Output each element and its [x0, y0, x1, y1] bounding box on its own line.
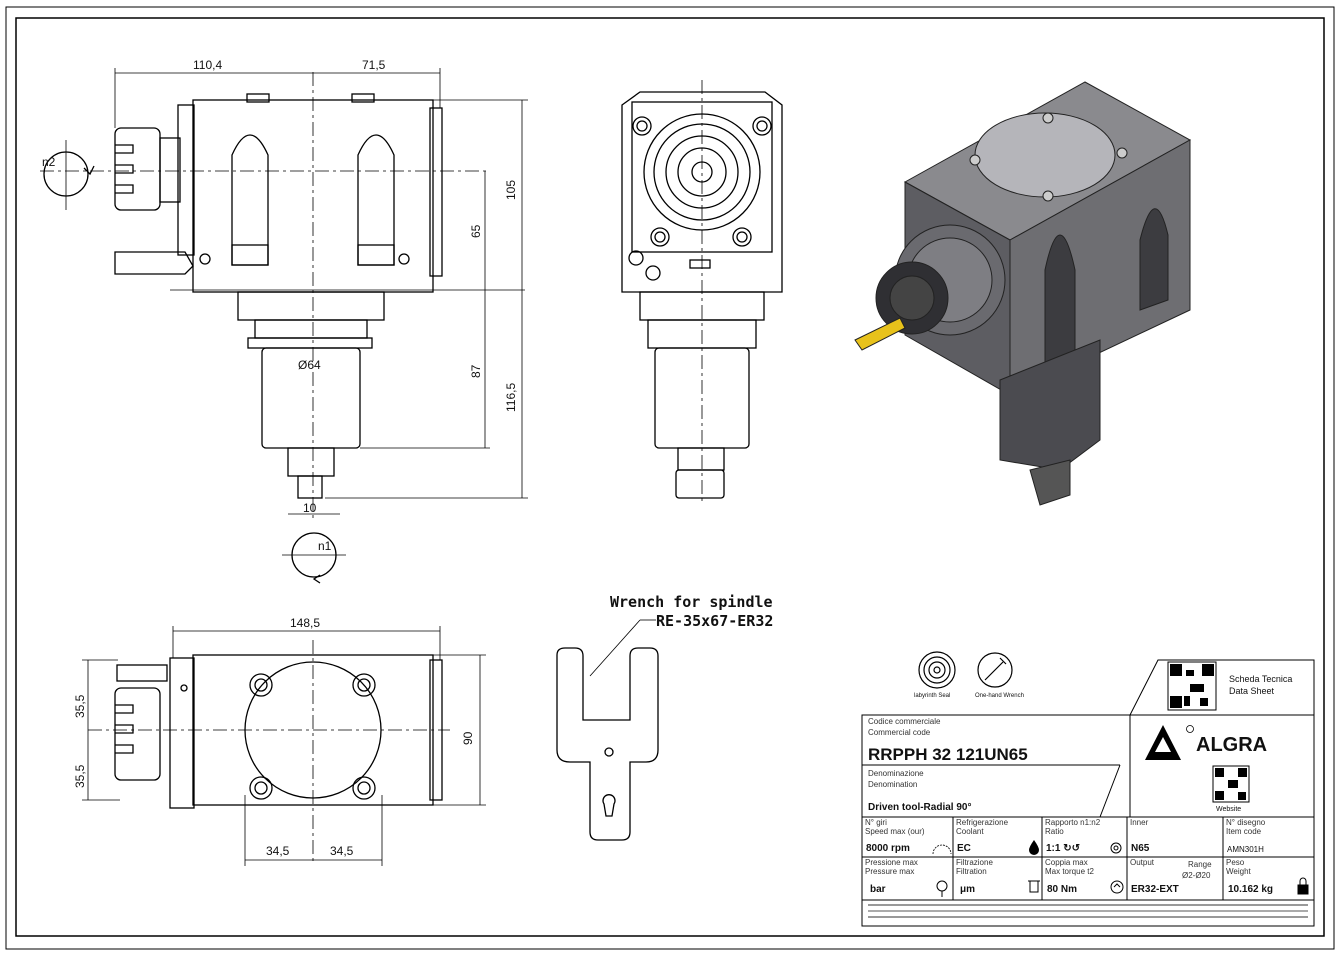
- code-label-it: Codice commerciale: [868, 717, 941, 726]
- labyrinth-seal-icon: [918, 651, 956, 689]
- wrench-title: Wrench for spindle: [610, 593, 773, 611]
- brand-name: ALGRA: [1196, 734, 1267, 756]
- drawing-no-label-it: N° disegno: [1226, 818, 1266, 827]
- side-view: [621, 80, 783, 505]
- pressure-gauge-icon: [936, 880, 948, 897]
- dim-shank-width: 10: [303, 501, 317, 515]
- datasheet-qr-icon: [1167, 661, 1217, 711]
- denom-label-it: Denominazione: [868, 769, 924, 778]
- output-label: Output: [1130, 858, 1155, 867]
- rotation-n2-icon: [43, 140, 95, 210]
- rotation-n2-label: n2: [42, 155, 56, 169]
- bottom-dimension-lines: [82, 626, 486, 866]
- wrench-drawing: [556, 619, 659, 841]
- drawing-no-label-en: Item code: [1226, 827, 1262, 836]
- dim-front-left: 110,4: [193, 58, 222, 72]
- weight-lock-icon: [1297, 877, 1309, 895]
- range-label: Range: [1188, 860, 1212, 869]
- front-dimension-lines: [114, 68, 528, 515]
- dim-front-right: 71,5: [362, 58, 386, 72]
- dim-height-total-upper: 105: [504, 180, 518, 200]
- speed-value: 8000 rpm: [866, 843, 910, 854]
- coolant-label-en: Coolant: [956, 827, 984, 836]
- ratio-label-en: Ratio: [1045, 827, 1064, 836]
- sheet-title-it: Scheda Tecnica: [1229, 674, 1292, 684]
- inner-label: Inner: [1130, 818, 1149, 827]
- speed-gauge-icon: [932, 844, 952, 855]
- torque-icon: [1110, 880, 1124, 894]
- weight-label-en: Weight: [1226, 867, 1252, 876]
- pressure-value: bar: [870, 884, 886, 895]
- ratio-value: 1:1 ↻↺: [1046, 843, 1080, 854]
- denomination: Driven tool-Radial 90°: [868, 802, 971, 813]
- dim-bottom-height: 90: [461, 731, 475, 745]
- coolant-label-it: Refrigerazione: [956, 818, 1009, 827]
- title-block-frame: [861, 659, 1315, 927]
- fine-print-pattern: [868, 904, 1308, 918]
- rotation-n1-icon: [282, 532, 346, 584]
- gear-icon: [1110, 842, 1122, 854]
- torque-label-en: Max torque t2: [1045, 867, 1094, 876]
- dim-bottom-hole-right: 34,5: [330, 844, 354, 858]
- dim-height-overall: 116,5: [504, 383, 518, 412]
- front-view: [40, 72, 525, 520]
- filter-bin-icon: [1028, 880, 1040, 893]
- denom-label-en: Denomination: [868, 780, 917, 789]
- pressure-label-it: Pressione max: [865, 858, 918, 867]
- ratio-label-it: Rapporto n1:n2: [1045, 818, 1101, 827]
- dim-bottom-offset-lower: 35,5: [73, 764, 87, 788]
- dim-bottom-width: 148,5: [290, 616, 320, 630]
- inner-value: N65: [1131, 843, 1150, 854]
- website-label: Website: [1216, 806, 1241, 813]
- isometric-view: [854, 81, 1192, 506]
- dim-height-axis: 65: [469, 224, 483, 238]
- output-value: ER32-EXT: [1131, 884, 1179, 895]
- one-hand-wrench-icon: [977, 652, 1013, 688]
- dim-bottom-offset-upper: 35,5: [73, 694, 87, 718]
- one-hand-wrench-label: One-hand Wrench: [975, 693, 1024, 699]
- speed-label-en: Speed max (our): [865, 827, 925, 836]
- range-value: Ø2-Ø20: [1182, 871, 1211, 880]
- drawing-no-value: AMN301H: [1227, 845, 1264, 854]
- commercial-code: RRPPH 32 121UN65: [868, 745, 1028, 764]
- filtration-label-en: Filtration: [956, 867, 987, 876]
- coolant-value: EC: [957, 843, 971, 854]
- speed-label-it: N° giri: [865, 818, 887, 827]
- wrench-code: RE-35x67-ER32: [656, 612, 773, 630]
- code-label-en: Commercial code: [868, 728, 931, 737]
- algra-logo-icon: [1145, 725, 1194, 760]
- torque-value: 80 Nm: [1047, 884, 1077, 895]
- filtration-label-it: Filtrazione: [956, 858, 993, 867]
- torque-label-it: Coppia max: [1045, 858, 1088, 867]
- dim-bottom-hole-left: 34,5: [266, 844, 290, 858]
- weight-label-it: Peso: [1226, 858, 1245, 867]
- weight-value: 10.162 kg: [1228, 884, 1273, 895]
- rotation-n1-label: n1: [318, 539, 332, 553]
- dim-height-lower: 87: [469, 364, 483, 378]
- filtration-value: μm: [960, 884, 975, 895]
- website-qr-icon: [1212, 765, 1250, 803]
- labyrinth-seal-label: labyrinth Seal: [914, 693, 950, 699]
- bottom-view: [88, 640, 450, 862]
- sheet-title-en: Data Sheet: [1229, 686, 1275, 696]
- dim-diameter: Ø64: [298, 358, 321, 372]
- coolant-drop-icon: [1029, 840, 1039, 855]
- pressure-label-en: Pressure max: [865, 867, 914, 876]
